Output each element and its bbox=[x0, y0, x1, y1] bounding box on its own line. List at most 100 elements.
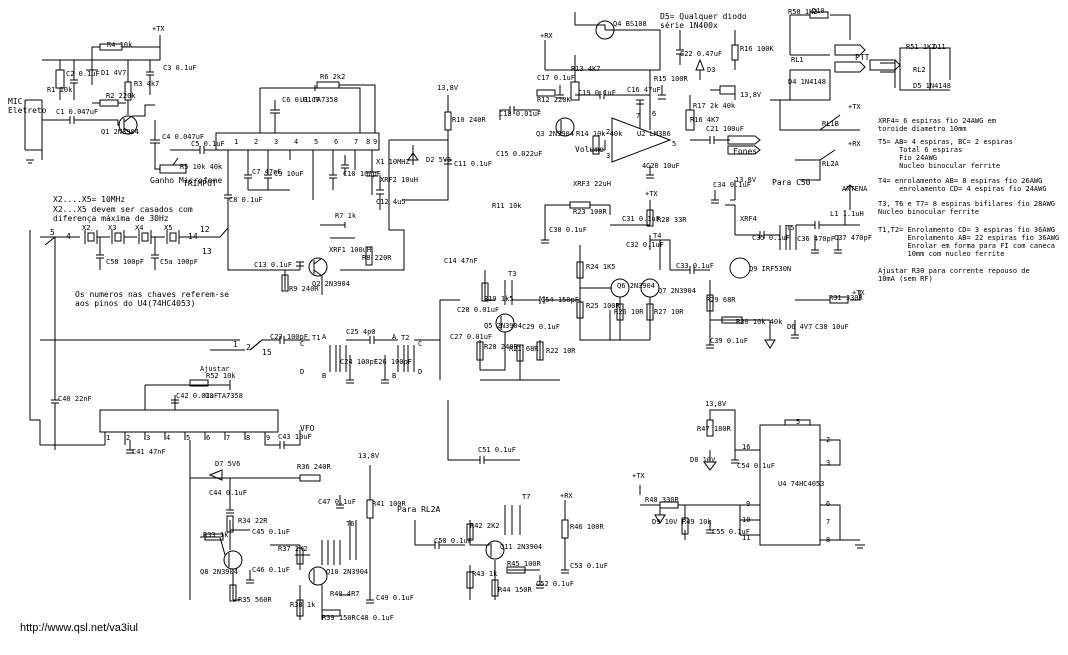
crystal-matching-note: X2...X5 devem ser casados com diferença … bbox=[53, 205, 193, 223]
component-label: D3 bbox=[707, 66, 716, 74]
switch-pin-label: 14 bbox=[188, 232, 198, 241]
note-r30: Ajustar R30 para corrente repouso de 10m… bbox=[878, 267, 1030, 283]
u3-pin-label: 1 bbox=[106, 434, 111, 442]
component-label: D1 4V7 bbox=[101, 69, 127, 77]
component-label: R45 100R bbox=[507, 560, 541, 568]
rail-tx: +TX bbox=[645, 190, 658, 198]
component-label: R37 2K2 bbox=[278, 545, 308, 553]
ganho-label: Ganho Microfone bbox=[150, 176, 223, 185]
component-label: C38 10uF bbox=[815, 323, 849, 331]
component-label: C20 10uF bbox=[646, 162, 680, 170]
component-label: XRF2 10uH bbox=[380, 176, 418, 184]
component-label: C18 0.01uF bbox=[499, 110, 542, 118]
component-label: Q3 2N3904 bbox=[536, 130, 574, 138]
component-label: C39 0.1uF bbox=[710, 337, 748, 345]
component-label: R24 1K5 bbox=[586, 263, 616, 271]
rail-rx: +RX bbox=[560, 492, 573, 500]
component-label: XRF3 22uH bbox=[573, 180, 611, 188]
component-label: XRF4 bbox=[740, 215, 757, 223]
component-label: R38 1k bbox=[290, 601, 316, 609]
component-label: Q10 2N3904 bbox=[326, 568, 369, 576]
component-label: C7 47nF bbox=[252, 168, 282, 176]
component-label: R51 1K2 bbox=[906, 43, 936, 51]
component-label: R5 10k 40k bbox=[180, 163, 223, 171]
component-label: R28 33R bbox=[657, 216, 687, 224]
component-label: C9 10uF bbox=[274, 170, 304, 178]
component-label: T5 bbox=[786, 224, 795, 232]
transformer-pin-label: B bbox=[322, 372, 327, 380]
u1-pin-label: 1 bbox=[234, 138, 239, 146]
component-label: Q8 2N3904 bbox=[200, 568, 238, 576]
u2-pin-label: 7 bbox=[636, 112, 641, 120]
component-label: C8 0.1uF bbox=[229, 196, 263, 204]
component-label: D4 1N4148 bbox=[788, 78, 826, 86]
note-t5: T5= AB= 4 espiras, BC= 2 espiras Total 6… bbox=[878, 138, 1013, 170]
component-label: Q7 2N3904 bbox=[658, 287, 696, 295]
component-label: C43 10uF bbox=[278, 433, 312, 441]
component-label: C30 0.1uF bbox=[549, 226, 587, 234]
component-label: D8 10V bbox=[690, 456, 716, 464]
component-label: C17 0.1uF bbox=[537, 74, 575, 82]
component-label: D6 4V7 bbox=[787, 323, 813, 331]
component-label: R10 240R bbox=[452, 116, 486, 124]
component-label: C54 150pF bbox=[541, 296, 579, 304]
component-label: D7 5V6 bbox=[215, 460, 241, 468]
component-label: X1 10MHZ bbox=[376, 158, 410, 166]
component-label: R34 22R bbox=[238, 517, 268, 525]
u4-pin-label: 2 bbox=[826, 436, 831, 444]
switch-pin-label: 4 bbox=[66, 232, 71, 241]
component-label: R14 10k 40k bbox=[576, 130, 623, 138]
ptt-label: PTT bbox=[855, 53, 870, 62]
component-label: C28 0.01uF bbox=[457, 306, 500, 314]
component-label: XRF1 100uH bbox=[329, 246, 372, 254]
component-label: T7 bbox=[522, 493, 531, 501]
component-label: C21 100uF bbox=[706, 125, 744, 133]
component-label: R41 100R bbox=[372, 500, 406, 508]
crystal-freq-note: X2....X5= 10MHz bbox=[53, 195, 126, 204]
transformer-pin-label: C bbox=[418, 340, 423, 348]
component-label: X5 bbox=[164, 224, 173, 232]
component-label: R48 330R bbox=[645, 496, 679, 504]
component-label: Q4 BS108 bbox=[613, 20, 647, 28]
switch-pin-label: 12 bbox=[200, 225, 210, 234]
u1-pin-label: 2 bbox=[254, 138, 259, 146]
component-label: RL1 bbox=[791, 56, 804, 64]
note-t4: T4= enrolamento AB= 8 espiras fio 26AWG … bbox=[878, 177, 1047, 193]
u4-pin-label: 16 bbox=[742, 443, 751, 451]
u3-pin-label: 8 bbox=[246, 434, 251, 442]
component-label: C34 0.1uF bbox=[713, 181, 751, 189]
component-label: C48 0.1uF bbox=[356, 614, 394, 622]
component-label: C27 0.01uF bbox=[450, 333, 493, 341]
component-label: R12 220K bbox=[537, 96, 571, 104]
component-label: C25 4p0 bbox=[346, 328, 376, 336]
switch-pin-label: 13 bbox=[202, 247, 212, 256]
u4-pin-label: 3 bbox=[826, 459, 831, 467]
switch-pin-label: 15 bbox=[262, 348, 272, 357]
note-xrf4: XRF4= 6 espiras fio 24AWG em toroide dia… bbox=[878, 117, 997, 133]
u3-pin-label: 7 bbox=[226, 434, 231, 442]
u4-pin-label: 10 bbox=[742, 516, 751, 524]
u2-pin-label: 4 bbox=[642, 162, 647, 170]
u2-pin-label: 2 bbox=[606, 128, 611, 136]
note-t1-t2: T1,T2= Enrolamento CD= 3 espiras fio 36A… bbox=[878, 226, 1060, 258]
component-label: R27 10R bbox=[654, 308, 684, 316]
u4-label: U4 74HC4053 bbox=[778, 480, 825, 488]
component-label: R43 1k bbox=[472, 570, 498, 578]
switch-pin-label: 1 bbox=[233, 340, 238, 349]
component-label: C6 0.01uF bbox=[282, 96, 320, 104]
component-label: R22 10R bbox=[546, 347, 576, 355]
component-label: R1 10k bbox=[47, 86, 73, 94]
transformer-pin-label: C bbox=[300, 340, 305, 348]
component-label: RL2 bbox=[913, 66, 926, 74]
component-label: R11 10k bbox=[492, 202, 522, 210]
component-label: C52 0.1uF bbox=[536, 580, 574, 588]
component-label: C12 4u5 bbox=[376, 198, 406, 206]
component-label: C24 100pF bbox=[340, 358, 378, 366]
component-label: T3 bbox=[508, 270, 517, 278]
component-label: R29 68R bbox=[706, 296, 736, 304]
component-label: C41 47nF bbox=[132, 448, 166, 456]
component-label: R4 10k bbox=[107, 41, 133, 49]
component-label: R36 240R bbox=[297, 463, 331, 471]
trimpot-label: TRIMPOT bbox=[183, 179, 217, 188]
component-label: C44 0.1uF bbox=[209, 489, 247, 497]
